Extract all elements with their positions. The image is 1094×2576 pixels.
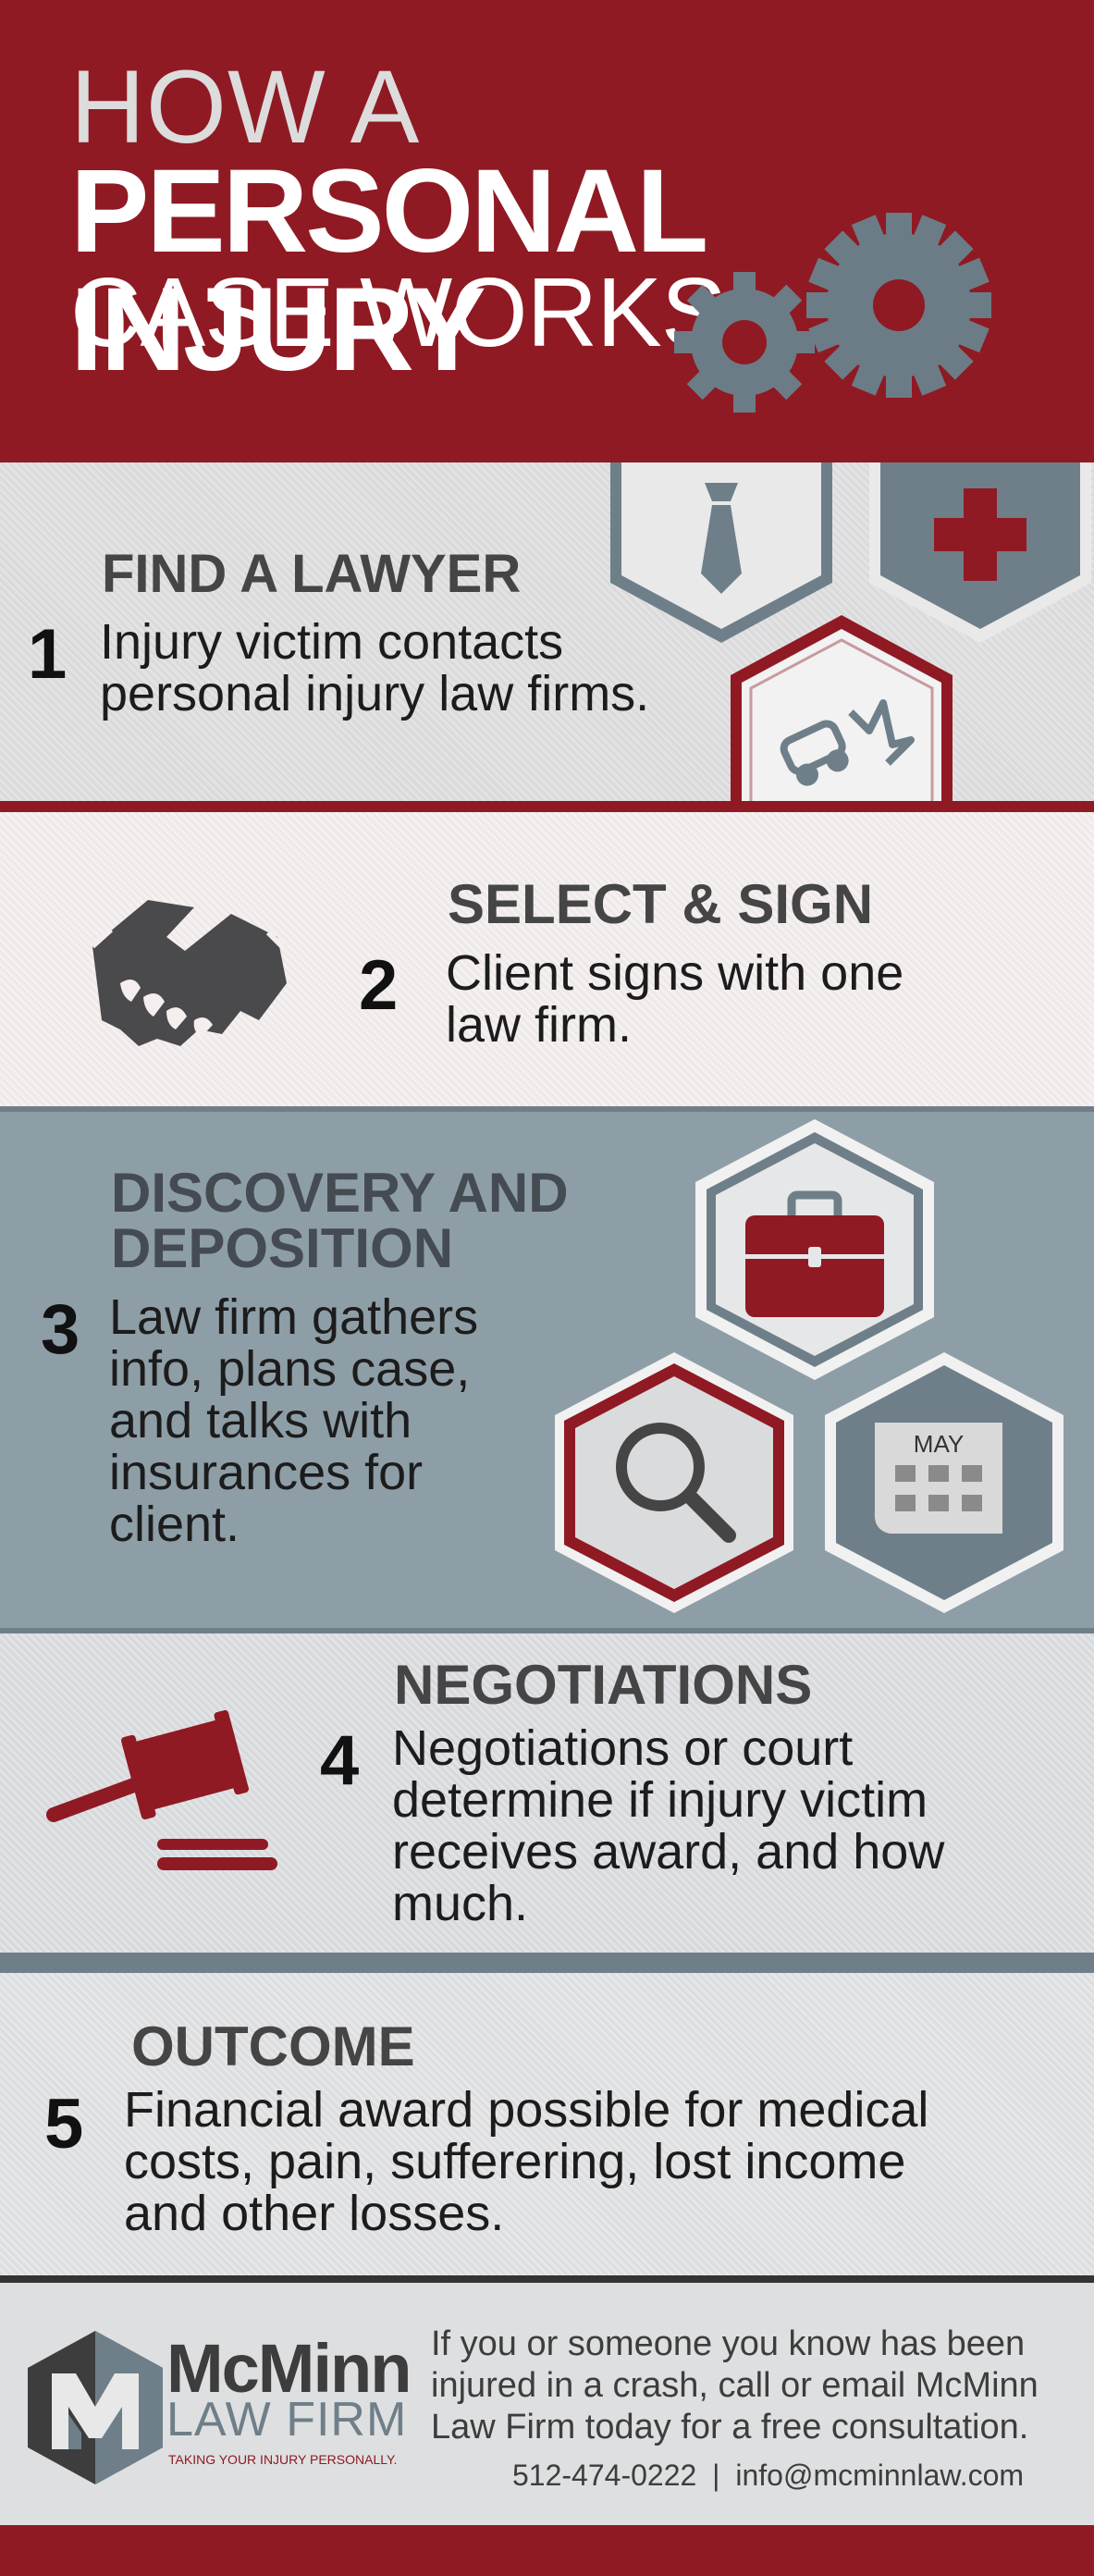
briefcase-icon xyxy=(695,1119,934,1380)
car-crash-icon xyxy=(731,615,953,805)
footer-contact: 512-474-0222 | info@mcminnlaw.com xyxy=(512,2459,1024,2493)
step-1-body: Injury victim contacts personal injury l… xyxy=(100,616,649,720)
mcminn-logo xyxy=(28,2331,163,2484)
step-1-body-line: Injury victim contacts xyxy=(100,614,564,670)
step-3-body-line: info, plans case, xyxy=(109,1341,471,1397)
calendar-label: MAY xyxy=(914,1430,964,1458)
step-3-heading-line: DEPOSITION xyxy=(111,1217,454,1279)
brand-name: McMinn xyxy=(166,2330,412,2407)
step-4-body-line: determine if injury victim xyxy=(392,1772,928,1828)
step-4-heading: NEGOTIATIONS xyxy=(394,1654,813,1716)
step-4-body-line: much. xyxy=(392,1876,529,1931)
divider xyxy=(0,801,1094,812)
step-1-number: 1 xyxy=(28,615,68,694)
title-line-2: PERSONAL INJURY xyxy=(70,145,707,396)
divider xyxy=(0,1953,1094,1973)
step-3-number: 3 xyxy=(41,1290,80,1369)
gavel-icon xyxy=(46,1709,277,1870)
footer-cta-line: injured in a crash, call or email McMinn xyxy=(431,2366,1039,2405)
step-3-discovery-and-deposition: DISCOVERY AND DEPOSITION 3 Law firm gath… xyxy=(0,1106,1094,1633)
step-2-body: Client signs with one law firm. xyxy=(446,947,903,1051)
step-5-outcome: OUTCOME 5 Financial award possible for m… xyxy=(0,1973,1094,2278)
footer-cta: If you or someone you know has been inju… xyxy=(431,2323,1039,2448)
step-4-number: 4 xyxy=(320,1721,360,1800)
gear-icon xyxy=(674,213,991,413)
brand-sub: LAW FIRM xyxy=(166,2393,408,2447)
step-5-heading: OUTCOME xyxy=(131,2015,415,2077)
step-2-select-and-sign: SELECT & SIGN 2 Client signs with one la… xyxy=(0,812,1094,1106)
contact-separator: | xyxy=(712,2459,720,2492)
step-2-body-line: Client signs with one xyxy=(446,945,904,1001)
magnifier-icon xyxy=(555,1352,793,1613)
handshake-icon xyxy=(90,900,287,1046)
calendar-icon: MAY xyxy=(825,1352,1063,1613)
header: HOW A PERSONAL INJURY CASE WORKS xyxy=(0,0,1094,462)
medical-cross-icon xyxy=(869,462,1091,643)
step-3-body-line: insurances for xyxy=(109,1445,424,1500)
footer-cta-line: Law Firm today for a free consultation. xyxy=(431,2408,1029,2447)
step-3-heading: DISCOVERY AND DEPOSITION xyxy=(111,1165,569,1276)
email-link[interactable]: info@mcminnlaw.com xyxy=(735,2459,1025,2492)
step-5-body: Financial award possible for medical cos… xyxy=(124,2084,928,2239)
step-2-heading: SELECT & SIGN xyxy=(448,873,874,935)
divider xyxy=(0,2275,1094,2283)
step-5-body-line: costs, pain, sufferering, lost income xyxy=(124,2134,906,2189)
step-2-number: 2 xyxy=(359,946,399,1025)
title-line-1: HOW A xyxy=(70,49,421,165)
step-3-heading-line: DISCOVERY AND xyxy=(111,1162,569,1224)
step-1-find-a-lawyer: FIND A LAWYER 1 Injury victim contacts p… xyxy=(0,462,1094,805)
title-line-3: CASE WORKS xyxy=(70,258,727,367)
step-5-number: 5 xyxy=(44,2085,84,2163)
step-3-body: Law firm gathers info, plans case, and t… xyxy=(109,1291,478,1550)
step-4-negotiations: NEGOTIATIONS 4 Negotiations or court det… xyxy=(0,1633,1094,1953)
step-3-body-line: and talks with xyxy=(109,1393,412,1448)
step-3-body-line: Law firm gathers xyxy=(109,1289,479,1345)
footer-cta-line: If you or someone you know has been xyxy=(431,2324,1026,2363)
footer: McMinn LAW FIRM TAKING YOUR INJURY PERSO… xyxy=(0,2283,1094,2525)
step-4-body: Negotiations or court determine if injur… xyxy=(392,1722,944,1929)
brand-tagline: TAKING YOUR INJURY PERSONALLY. xyxy=(168,2452,398,2467)
step-1-heading: FIND A LAWYER xyxy=(102,544,522,604)
step-3-body-line: client. xyxy=(109,1497,240,1552)
tie-icon xyxy=(610,462,832,643)
step-5-body-line: and other losses. xyxy=(124,2186,505,2241)
step-2-body-line: law firm. xyxy=(446,997,632,1053)
step-4-body-line: receives award, and how xyxy=(392,1824,945,1880)
phone-link[interactable]: 512-474-0222 xyxy=(512,2459,697,2492)
step-1-body-line: personal injury law firms. xyxy=(100,666,650,721)
step-5-body-line: Financial award possible for medical xyxy=(124,2082,929,2138)
bottom-bar xyxy=(0,2525,1094,2576)
step-4-body-line: Negotiations or court xyxy=(392,1720,854,1776)
